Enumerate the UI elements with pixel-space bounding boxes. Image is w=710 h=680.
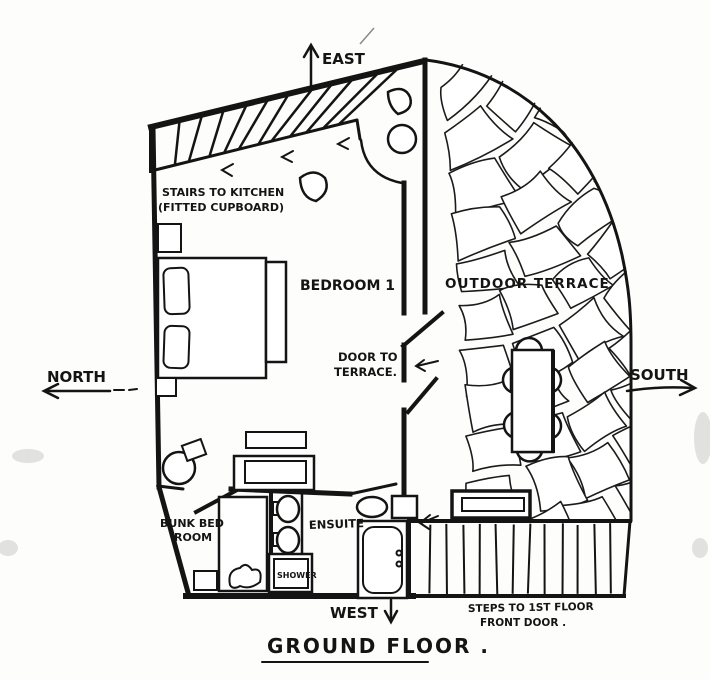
- chair: [514, 336, 544, 353]
- table: [510, 348, 555, 454]
- chair: [515, 450, 544, 463]
- blanket: [228, 564, 262, 589]
- svg-text:BUNK BED: BUNK BED: [160, 517, 224, 530]
- stairs-direction-arrows: [219, 137, 350, 177]
- sink: [275, 525, 301, 555]
- fitted-cupboard-shape: [386, 87, 412, 116]
- tap: [395, 560, 403, 568]
- stairs-door-swing-arc: [359, 138, 404, 185]
- bedroom-furniture: [155, 87, 418, 492]
- toilet: [275, 494, 301, 524]
- compass-west: WEST: [330, 598, 399, 625]
- drawing-title: GROUND FLOOR .: [261, 634, 490, 663]
- entry-arrow: [418, 514, 439, 530]
- scan-smudges: [0, 27, 710, 558]
- nightstand: [193, 570, 218, 591]
- chair: [501, 366, 513, 394]
- ensuite-fixtures: [267, 494, 419, 600]
- ensuite-label: ENSUITE: [309, 516, 365, 532]
- pillow: [162, 266, 191, 316]
- svg-text:STEPS TO 1ST FLOOR: STEPS TO 1ST FLOOR: [468, 601, 594, 615]
- svg-text:(FITTED CUPBOARD): (FITTED CUPBOARD): [158, 201, 284, 214]
- bedroom1-label: BEDROOM 1: [300, 278, 395, 294]
- basin: [355, 495, 389, 519]
- bunk-bed-room: [193, 495, 269, 593]
- terrace-planter: [450, 489, 532, 520]
- cupboard-shape: [298, 171, 328, 203]
- stairs-to-kitchen: [147, 57, 428, 177]
- svg-text:ROOM: ROOM: [174, 531, 212, 544]
- compass-north-label: NORTH: [47, 368, 106, 386]
- door-annotation: DOOR TO TERRACE.: [334, 350, 398, 379]
- svg-text:FRONT DOOR .: FRONT DOOR .: [480, 617, 566, 629]
- compass-east-label: EAST: [322, 50, 366, 68]
- terrace-label: OUTDOOR TERRACE: [445, 276, 610, 292]
- bathtub-inner: [362, 526, 403, 594]
- compass-south: SOUTH: [625, 366, 698, 397]
- svg-text:STAIRS TO KITCHEN: STAIRS TO KITCHEN: [162, 186, 284, 199]
- terrace-dining-set: [501, 336, 563, 463]
- tap: [395, 549, 403, 557]
- cabinet: [390, 494, 419, 520]
- svg-text:TERRACE.: TERRACE.: [334, 365, 397, 379]
- shower-label: SHOWER: [277, 571, 317, 580]
- compass-west-label: WEST: [330, 604, 379, 622]
- compass-north: NORTH: [41, 368, 138, 400]
- bed-footboard: [264, 260, 288, 364]
- bunk-room-label: BUNK BED ROOM: [160, 517, 224, 544]
- shelf: [245, 431, 307, 449]
- terrace-outer-wall: [424, 58, 633, 523]
- compass-east: EAST: [302, 42, 366, 87]
- door-to-terrace-leaves: [400, 310, 445, 415]
- pillow: [162, 324, 191, 370]
- stairs-annotation: STAIRS TO KITCHEN (FITTED CUPBOARD): [158, 186, 284, 214]
- svg-text:DOOR TO: DOOR TO: [338, 350, 398, 364]
- dresser-drawer: [244, 460, 307, 484]
- wall-niche: [155, 377, 177, 397]
- steps-annotation: STEPS TO 1ST FLOOR FRONT DOOR .: [468, 601, 594, 629]
- wall-niche: [157, 223, 182, 253]
- compass-south-label: SOUTH: [630, 366, 689, 384]
- chair-back: [180, 437, 208, 463]
- round-fixture: [386, 123, 418, 155]
- svg-text:GROUND FLOOR .: GROUND FLOOR .: [267, 634, 490, 658]
- steps-to-first-floor: [410, 514, 632, 598]
- shower-tray: [273, 558, 309, 589]
